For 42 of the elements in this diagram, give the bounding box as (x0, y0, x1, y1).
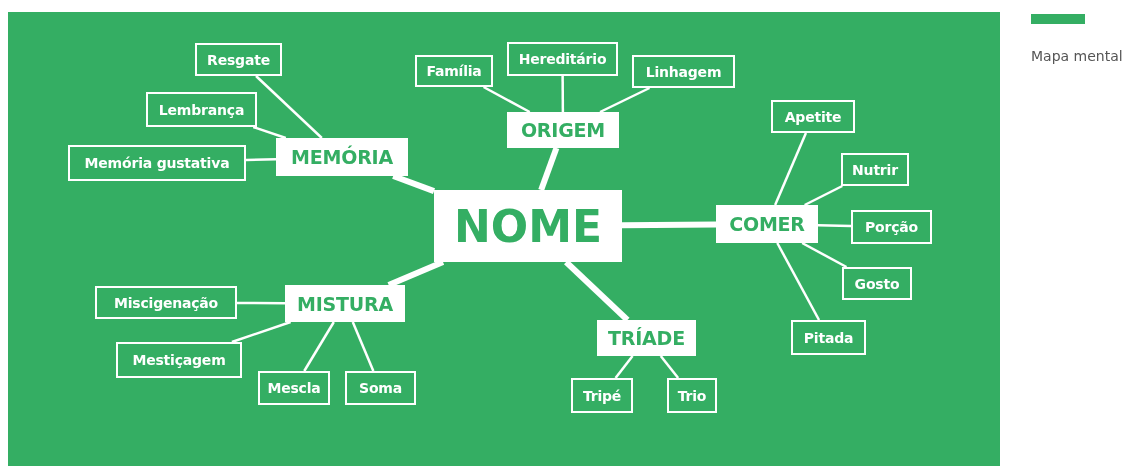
subtopic-box: Soma (345, 371, 416, 405)
connector-line (621, 221, 717, 229)
connector-line (599, 86, 651, 114)
connector-line (801, 241, 848, 269)
subtopic-box: Tripé (571, 378, 633, 413)
branch-topic-box: MEMÓRIA (276, 138, 408, 176)
subtopic-box: Nutrir (841, 153, 909, 186)
subtopic-box: Lembrança (146, 92, 257, 127)
connector-line (614, 355, 634, 379)
branch-topic-box: ORIGEM (507, 112, 619, 148)
subtopic-box: Pitada (791, 320, 866, 355)
connector-line (252, 125, 287, 140)
subtopic-box: Trio (667, 378, 717, 413)
connector-line (245, 157, 277, 162)
branch-topic-box: TRÍADE (597, 320, 696, 356)
subtopic-box: Gosto (842, 267, 912, 300)
connector-line (303, 321, 335, 372)
connector-line (482, 85, 531, 114)
subtopic-box: Memória gustativa (68, 145, 246, 181)
connector-line (776, 242, 821, 321)
connector-line (237, 301, 285, 305)
subtopic-box: Mestiçagem (116, 342, 242, 378)
legend-label: Mapa mental (1031, 48, 1123, 64)
subtopic-box: Hereditário (507, 42, 618, 76)
subtopic-box: Mescla (258, 371, 330, 405)
subtopic-box: Porção (851, 210, 932, 244)
connector-line (538, 146, 560, 192)
subtopic-box: Apetite (771, 100, 855, 133)
connector-line (659, 355, 680, 379)
branch-topic-box: MISTURA (285, 285, 405, 322)
central-topic-box: NOME (434, 190, 622, 262)
branch-topic-box: COMER (716, 205, 818, 243)
subtopic-box: Miscigenação (95, 286, 237, 319)
connector-line (817, 224, 852, 228)
connector-line (231, 320, 292, 344)
subtopic-box: Família (415, 55, 493, 87)
connector-line (804, 184, 843, 207)
connector-line (774, 132, 808, 206)
connector-line (351, 321, 375, 372)
subtopic-box: Linhagem (632, 55, 735, 88)
subtopic-box: Resgate (195, 43, 282, 76)
connector-line (561, 76, 565, 112)
